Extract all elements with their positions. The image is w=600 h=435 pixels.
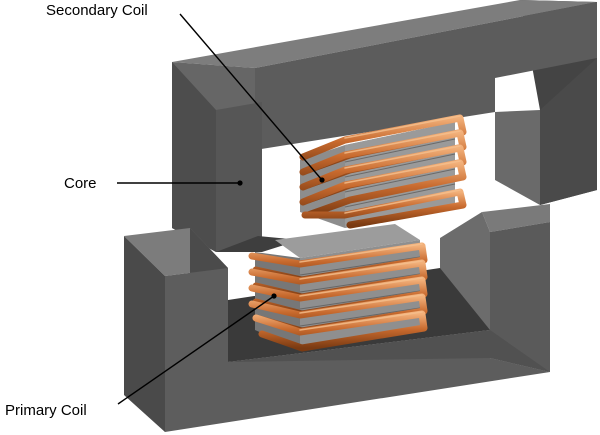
secondary-windings <box>299 114 467 229</box>
upper-core-front-face <box>255 2 597 150</box>
core-leader-dot <box>237 180 243 186</box>
secondary-lamination-lines <box>344 138 456 208</box>
lower-core-right-leg-front <box>490 222 550 372</box>
core-label: Core <box>64 175 97 192</box>
secondary-coil-label: Secondary Coil <box>46 2 148 19</box>
primary-lamination-lines <box>299 256 421 327</box>
lower-core-bottom-shade <box>228 330 550 372</box>
upper-core <box>172 0 597 252</box>
primary-coil-leader <box>117 295 275 405</box>
upper-core-left-leg-outer <box>172 62 216 252</box>
primary-coil <box>248 224 428 352</box>
primary-coil-leader-dot <box>271 293 277 299</box>
lower-core-left-leg-outer <box>124 236 165 432</box>
upper-core-top-face <box>172 0 597 68</box>
upper-core-right-leg-front <box>540 58 597 205</box>
primary-coil-label: Primary Coil <box>5 402 87 419</box>
lower-core-right-leg-top <box>482 204 550 232</box>
upper-core-left-leg-front <box>216 102 262 252</box>
secondary-windings-highlight <box>344 115 461 214</box>
secondary-coil-leader-dot <box>319 177 325 183</box>
upper-core-window-wall <box>495 110 540 205</box>
primary-windings <box>248 242 428 352</box>
secondary-coil-leader <box>179 13 323 181</box>
leader-lines <box>117 13 325 405</box>
secondary-coil <box>299 114 467 229</box>
primary-windings-highlight <box>299 243 423 331</box>
primary-top-plate <box>275 224 420 258</box>
